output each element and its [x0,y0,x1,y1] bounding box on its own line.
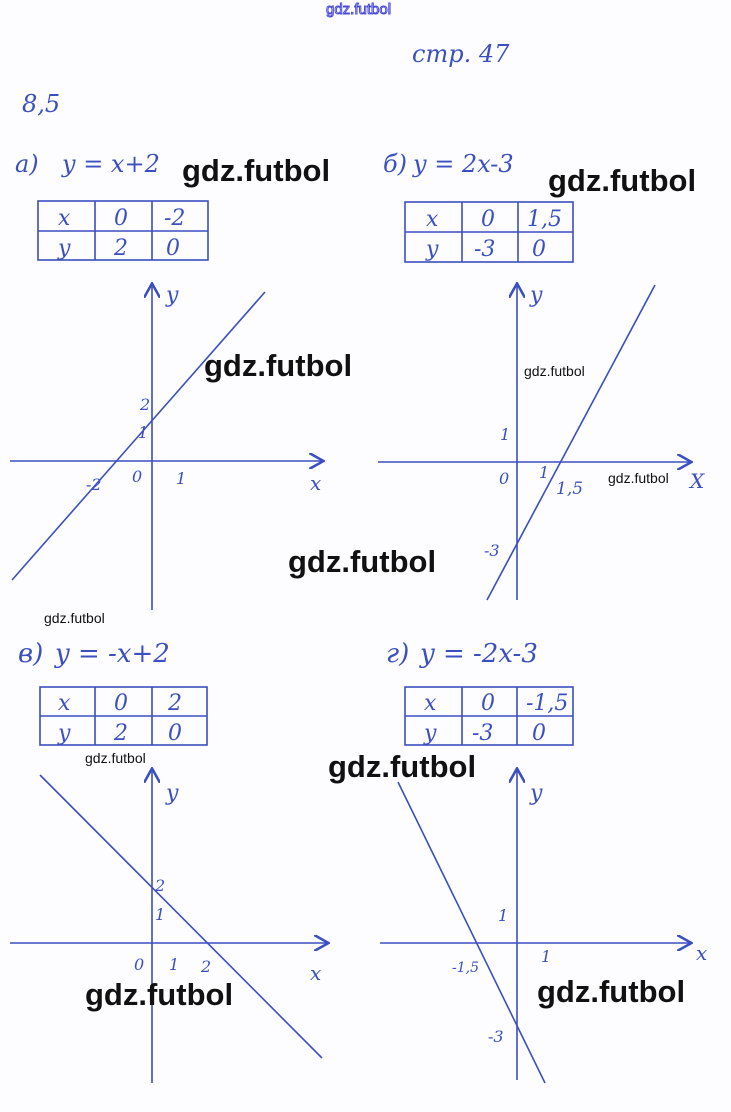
page-ref: стр. 47 [412,40,510,68]
table-cell: -2 [164,206,185,231]
tick-label: 1 [155,905,165,924]
value-table [39,686,208,746]
table-cell: 0 [114,691,128,716]
table-cell: 2 [113,721,128,746]
y-axis-label: y [165,781,179,806]
x-axis-label: x [310,961,321,985]
origin-label: 0 [132,467,142,486]
origin-label: 0 [134,955,144,974]
problem-v: в) y = -x+2 x 0 2 y 2 0 y x 0 1 2 2 1 [10,639,327,1083]
watermark: gdz.futbol [328,749,477,784]
watermark-top: gdz.futbol [325,1,392,18]
problem-label: а) [15,150,39,178]
table-cell: -3 [474,237,495,262]
table-cell: 2 [113,236,128,261]
watermark: gdz.futbol [182,153,331,188]
watermark: gdz.futbol [608,470,669,486]
table-cell: x [58,206,71,231]
equation: y = -2x-3 [419,639,538,669]
graph-line [486,284,656,601]
table-cell: -3 [472,721,493,746]
problem-label: б) [383,150,407,178]
tick-label: -1,5 [452,960,479,976]
problem-label: г) [386,639,409,669]
table-cell: 0 [114,206,128,231]
watermark: gdz.futbol [548,163,697,198]
table-cell: y [423,721,437,746]
table-cell: 2 [167,691,182,716]
tick-label: 1 [500,425,510,444]
watermark: gdz.futbol [537,974,686,1009]
value-table [404,686,574,746]
value-table [37,200,209,261]
x-axis-label: x [310,471,321,495]
y-axis-label: y [529,781,543,806]
tick-label: -3 [484,541,500,560]
equation: y = 2x-3 [412,150,514,178]
x-axis-label: X [688,469,705,493]
tick-label: 1 [498,906,508,925]
watermark: gdz.futbol [524,363,585,379]
table-cell: x [58,691,71,716]
problem-a: а) y = x+2 x 0 -2 y 2 0 y x 0 1 -2 2 1 [10,150,322,610]
tick-label: 1 [176,469,186,488]
tick-label: -2 [86,475,102,494]
y-axis-label: y [529,283,543,308]
table-cell: y [57,236,71,261]
table-cell: 0 [481,691,495,716]
watermark: gdz.futbol [85,750,146,766]
table-cell: 0 [168,721,182,746]
graph-line [11,291,266,581]
exercise-number: 8,5 [22,90,60,118]
table-cell: x [424,691,437,716]
value-table [404,201,574,263]
problem-label: в) [18,639,43,669]
table-cell: x [426,207,439,232]
table-cell: 0 [481,207,495,232]
x-axis-label: x [696,941,707,965]
equation: y = -x+2 [54,639,170,669]
table-cell: 0 [532,237,546,262]
y-axis-label: y [165,283,179,308]
table-cell: 1,5 [527,207,562,232]
tick-label: 2 [200,957,211,976]
table-cell: y [57,721,71,746]
table-cell: 0 [532,721,546,746]
problem-g: г) y = -2x-3 x 0 -1,5 y -3 0 y x -1,5 1 … [380,639,707,1084]
watermark: gdz.futbol [85,977,234,1012]
tick-label: 1 [138,423,148,442]
watermark: gdz.futbol [204,348,353,383]
tick-label: 1 [541,947,551,966]
graph-line [397,781,546,1084]
watermark: gdz.futbol [44,610,105,626]
table-cell: y [425,237,439,262]
tick-label: 2 [139,395,150,414]
watermark: gdz.futbol [288,544,437,579]
table-cell: -1,5 [526,691,568,716]
tick-label: 2 [154,876,165,895]
origin-label: 0 [499,469,509,488]
tick-label: 1 [539,463,549,482]
table-cell: 0 [166,236,180,261]
problem-b: б) y = 2x-3 x 0 1,5 y -3 0 y X 0 1 1,5 1… [378,150,705,601]
graph-line [39,774,323,1059]
tick-label: -3 [488,1027,504,1046]
tick-label: 1 [169,955,179,974]
tick-label: 1,5 [556,479,583,499]
equation: y = x+2 [61,150,160,178]
